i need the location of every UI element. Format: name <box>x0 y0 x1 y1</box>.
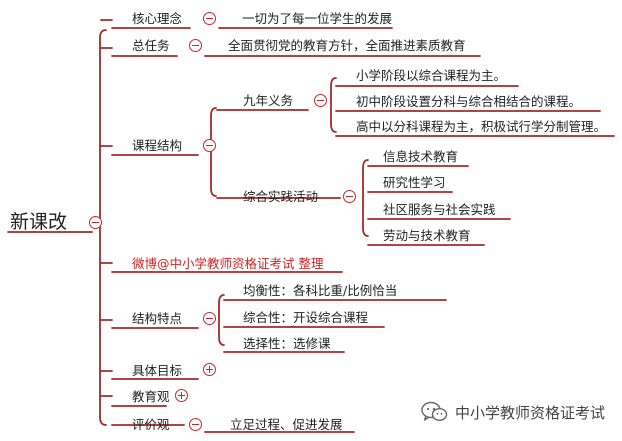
practice-label[interactable]: 综合实践活动 <box>243 189 319 204</box>
collapse-evaluation-toggle[interactable] <box>189 418 202 431</box>
feature-item: 均衡性：各科比重/比例恰当 <box>243 283 398 298</box>
practice-item: 劳动与技术教育 <box>383 228 471 243</box>
credit-text: 微博@中小学教师资格证考试 整理 <box>132 256 324 271</box>
practice-item: 信息技术教育 <box>383 149 459 164</box>
task-detail: 全面贯彻党的教育方针，全面推进素质教育 <box>228 38 466 53</box>
practice-item: 研究性学习 <box>383 175 446 190</box>
watermark: 中小学教师资格证考试 <box>420 401 605 423</box>
practice-item: 社区服务与社会实践 <box>383 202 496 217</box>
watermark-text: 中小学教师资格证考试 <box>455 403 606 422</box>
collapse-practice-toggle[interactable] <box>343 190 356 203</box>
collapse-core-toggle[interactable] <box>203 12 216 25</box>
collapse-features-toggle[interactable] <box>203 312 216 325</box>
core-detail: 一切为了每一位学生的发展 <box>242 11 393 26</box>
branch-curriculum-label[interactable]: 课程结构 <box>132 138 183 153</box>
branch-core-label[interactable]: 核心理念 <box>132 11 183 26</box>
collapse-curriculum-toggle[interactable] <box>203 139 216 152</box>
compulsory-label[interactable]: 九年义务 <box>243 93 294 108</box>
branch-views-label[interactable]: 教育观 <box>132 389 170 404</box>
expand-goals-toggle[interactable] <box>203 363 216 376</box>
wechat-icon <box>421 401 448 422</box>
compulsory-item: 初中阶段设置分科与综合相结合的课程。 <box>356 94 582 109</box>
branch-features-label[interactable]: 结构特点 <box>132 311 183 326</box>
root-label: 新课改 <box>10 211 68 233</box>
branch-goals-label[interactable]: 具体目标 <box>132 363 183 378</box>
compulsory-item: 高中以分科课程为主，积极试行学分制管理。 <box>356 119 607 134</box>
expand-views-toggle[interactable] <box>175 389 188 402</box>
collapse-root-toggle[interactable] <box>89 216 102 229</box>
compulsory-item: 小学阶段以综合课程为主。 <box>356 68 507 83</box>
evaluation-detail: 立足过程、促进发展 <box>230 417 343 432</box>
feature-item: 选择性：选修课 <box>243 336 331 351</box>
branch-task-label[interactable]: 总任务 <box>132 38 170 53</box>
root-topic[interactable]: 新课改 <box>10 210 67 234</box>
collapse-task-toggle[interactable] <box>189 39 202 52</box>
collapse-compulsory-toggle[interactable] <box>314 94 327 107</box>
feature-item: 综合性：开设综合课程 <box>243 310 369 325</box>
branch-evaluation-label[interactable]: 评价观 <box>132 417 170 432</box>
